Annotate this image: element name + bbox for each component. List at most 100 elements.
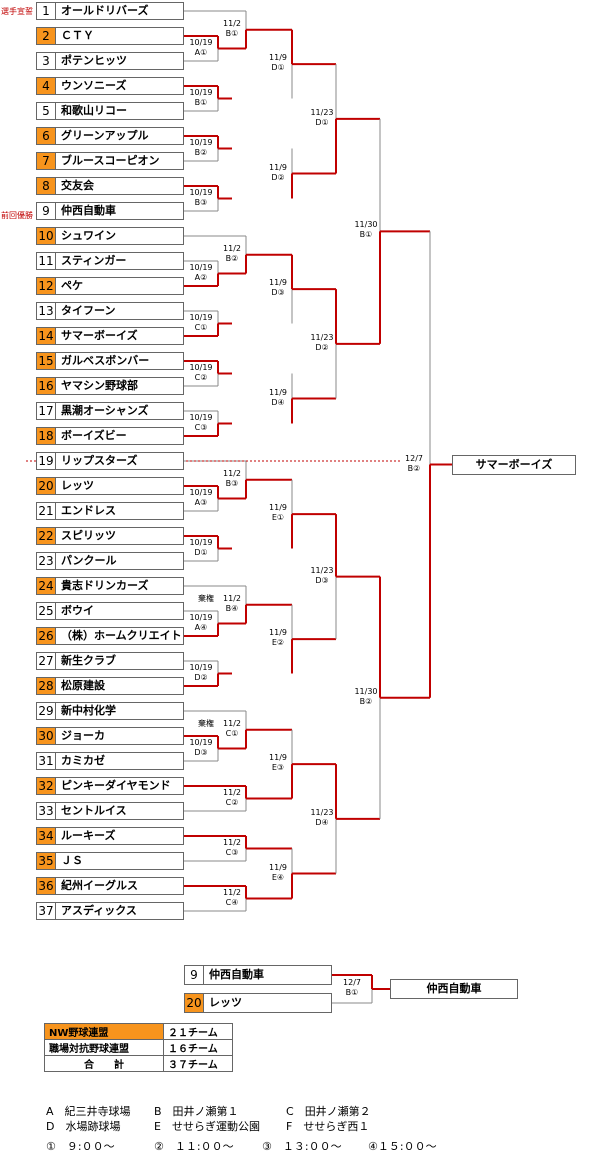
team-name: オールドリバーズ: [61, 4, 149, 17]
match-date: 11/30: [354, 686, 378, 696]
team-seed: 10: [37, 228, 56, 244]
team-seed: 11: [37, 253, 56, 269]
team-seed: 32: [37, 778, 56, 794]
time-4: ④１５:００～: [368, 1140, 437, 1153]
venue-f: F せせらぎ西１: [286, 1120, 370, 1133]
match-code: C③: [225, 847, 239, 857]
venue-b: B 田井ノ瀬第１: [154, 1105, 239, 1118]
match-date: 11/2: [223, 243, 241, 253]
match-date: 11/2: [223, 887, 241, 897]
match-date: 10/19: [189, 312, 213, 322]
team-box: 36 紀州イーグルス: [36, 877, 184, 895]
match-code: C④: [225, 897, 239, 907]
team-name: ヤマシン野球部: [61, 379, 138, 392]
team-name: ポテンヒッツ: [61, 54, 127, 67]
team-seed: 14: [37, 328, 56, 344]
match-date: 11/2: [223, 787, 241, 797]
match-date: 11/2: [223, 593, 241, 603]
match-date: 10/19: [189, 87, 213, 97]
team-name: 紀州イーグルス: [61, 879, 138, 892]
match-code: B②: [194, 147, 208, 157]
team-seed: 27: [37, 653, 56, 669]
match-date: 10/19: [189, 37, 213, 47]
team-name: グリーンアップル: [61, 129, 149, 142]
match-code: C②: [194, 372, 208, 382]
team-seed: 3: [37, 53, 56, 69]
match-date: 11/9: [269, 862, 287, 872]
team-name: スティンガー: [61, 254, 127, 267]
total-label: 合 計: [44, 1055, 164, 1072]
team-name: ルーキーズ: [61, 829, 116, 842]
team-name: ボーイズビー: [61, 429, 127, 442]
team-name: エンドレス: [61, 504, 116, 517]
team-name: （株）ホームクリエイト: [61, 629, 182, 642]
team-seed: 20: [185, 994, 204, 1012]
team-name: 交友会: [61, 179, 94, 192]
team-name: ボウイ: [61, 604, 94, 617]
match-code: D②: [271, 172, 285, 182]
venue-d: D 水場跡球場: [46, 1120, 121, 1133]
team-box: 16 ヤマシン野球部: [36, 377, 184, 395]
team-name: スピリッツ: [61, 529, 116, 542]
team-name: サマーボーイズ: [61, 329, 138, 342]
team-seed: 28: [37, 678, 56, 694]
team-seed: 16: [37, 378, 56, 394]
team-box: 18 ボーイズビー: [36, 427, 184, 445]
team-seed: 33: [37, 803, 56, 819]
team-box: 32 ピンキーダイヤモンド: [36, 777, 184, 795]
match-code: B②: [407, 463, 421, 473]
team-seed: 15: [37, 353, 56, 369]
match-code: B①: [225, 28, 239, 38]
match-date: 10/19: [189, 537, 213, 547]
match-date: 10/19: [189, 412, 213, 422]
team-name: タイフーン: [61, 304, 116, 317]
extra-winner-box: 仲西自動車: [390, 979, 518, 999]
team-name: 和歌山リコー: [61, 104, 127, 117]
team-seed: 22: [37, 528, 56, 544]
match-date: 10/19: [189, 362, 213, 372]
previous-winner-note: 前回優勝: [1, 211, 33, 220]
oath-note: 選手宣誓: [1, 7, 33, 16]
team-seed: 34: [37, 828, 56, 844]
team-name: ピンキーダイヤモンド: [61, 779, 171, 792]
team-name: 新生クラブ: [61, 654, 116, 667]
team-seed: 36: [37, 878, 56, 894]
team-box: 11 スティンガー: [36, 252, 184, 270]
match-code: D③: [271, 288, 285, 298]
team-box: 27 新生クラブ: [36, 652, 184, 670]
team-seed: 35: [37, 853, 56, 869]
team-seed: 29: [37, 703, 56, 719]
match-code: B①: [359, 230, 373, 240]
match-code: E③: [271, 763, 285, 773]
match-code: D④: [315, 817, 329, 827]
match-code: D②: [194, 672, 208, 682]
team-seed: 18: [37, 428, 56, 444]
